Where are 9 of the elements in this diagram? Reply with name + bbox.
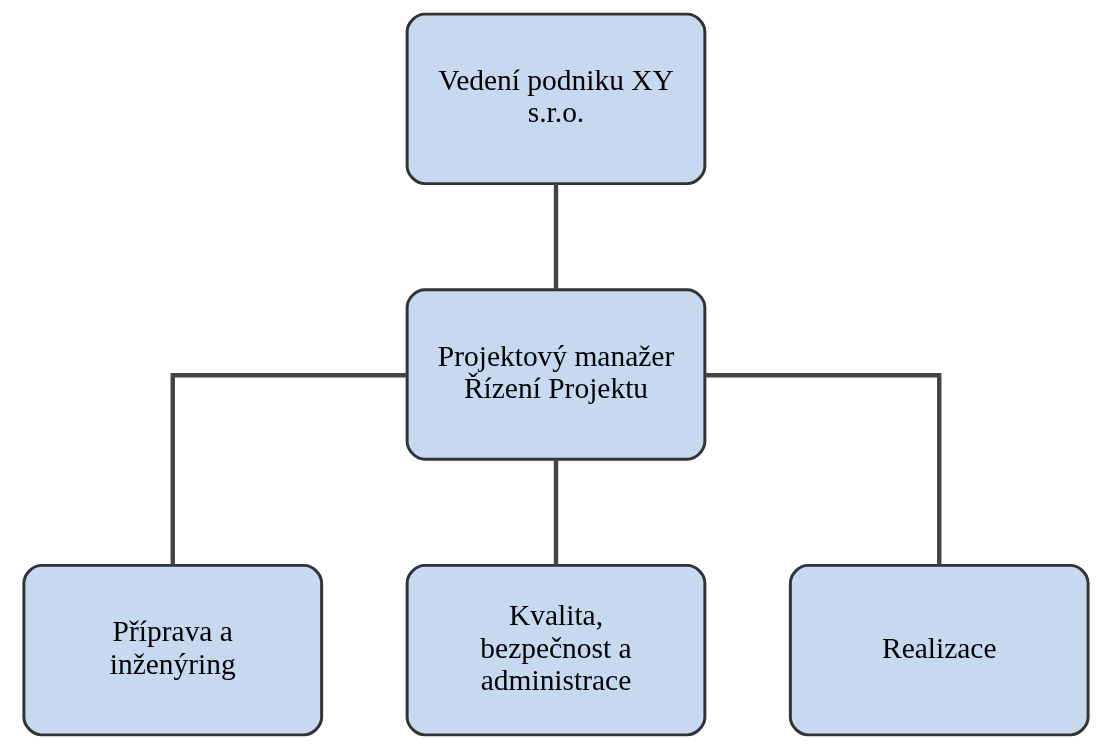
connector — [704, 373, 941, 566]
connector — [553, 459, 558, 565]
node-box: Projektový manažer Řízení Projektu — [405, 288, 706, 461]
node-box: Realizace — [788, 563, 1090, 737]
node-box: Vedení podniku XY s.r.o. — [405, 12, 706, 186]
connector — [553, 183, 558, 290]
connector — [170, 373, 407, 566]
node-box: Příprava a inženýring — [21, 563, 323, 737]
node-box: Kvalita, bezpečnost a administrace — [405, 563, 706, 737]
